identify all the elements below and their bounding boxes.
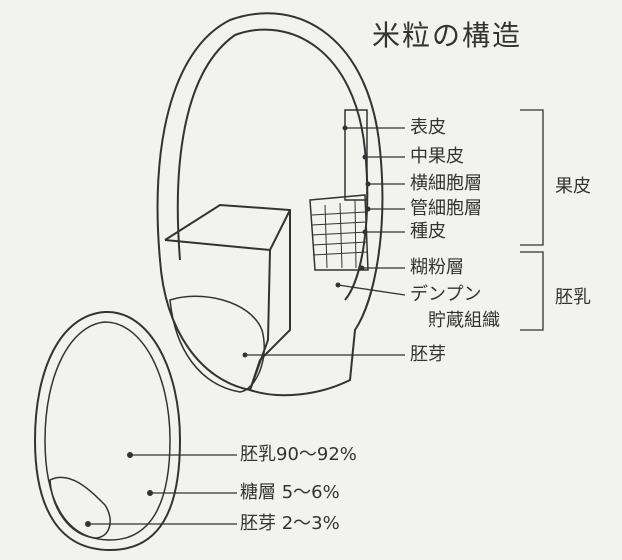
- label-germ: 胚芽: [410, 344, 446, 365]
- label-mesocarp: 中果皮: [410, 146, 464, 167]
- composition-germ: 胚芽 2～3%: [240, 513, 340, 534]
- label-tube-cells: 管細胞層: [410, 198, 482, 219]
- composition-endosperm: 胚乳90～92%: [240, 444, 357, 465]
- small-grain-inner: [44, 321, 171, 541]
- label-aleurone: 糊粉層: [410, 257, 464, 278]
- germ-region: [169, 295, 265, 393]
- label-epidermis: 表皮: [410, 117, 446, 138]
- composition-bran: 糖層 5～6%: [240, 482, 340, 503]
- label-cross-cells: 横細胞層: [410, 173, 482, 194]
- label-starch-1: デンプン: [410, 284, 482, 305]
- group-endosperm: 胚乳: [555, 287, 591, 308]
- label-starch-2: 貯蔵組織: [428, 310, 500, 331]
- small-grain-outer: [33, 310, 182, 552]
- grain-inner-layer: [176, 28, 369, 301]
- diagram-title: 米粒の構造: [372, 19, 523, 52]
- layer-wedge: [309, 194, 369, 271]
- group-pericarp: 果皮: [555, 176, 591, 197]
- label-seed-coat: 種皮: [410, 221, 446, 242]
- small-grain-germ: [49, 476, 111, 539]
- grain-outer-hull: [156, 12, 384, 397]
